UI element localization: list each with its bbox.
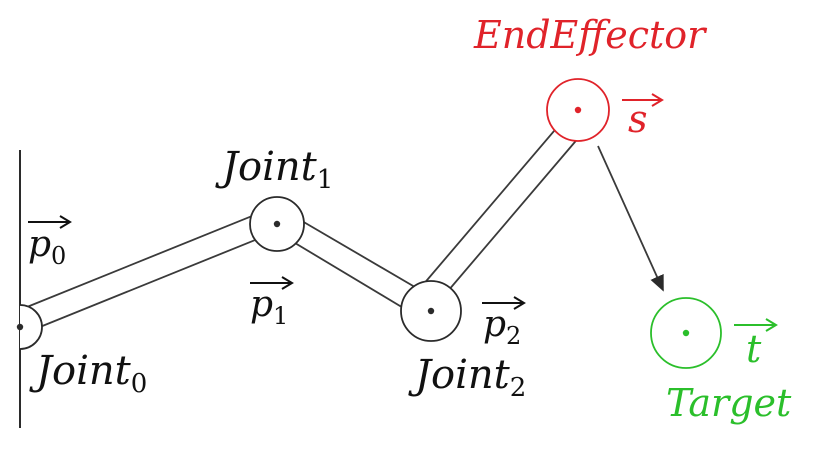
joint-2 <box>400 280 462 342</box>
link-0 <box>21 211 271 332</box>
svg-text:p0: p0 <box>28 224 66 270</box>
link-1 <box>279 213 421 313</box>
link-2 <box>421 123 581 299</box>
vector-p2-label: p2 <box>482 296 526 350</box>
vector-s-label: s <box>622 93 664 141</box>
vector-p0-label: p0 <box>28 215 72 270</box>
svg-text:t: t <box>746 327 762 371</box>
target-label: Target <box>666 381 792 425</box>
direction-arrow <box>597 145 664 292</box>
vector-t-label: t <box>734 318 778 371</box>
joint-1 <box>249 196 305 252</box>
end-effector-label: EndEffector <box>473 13 708 57</box>
svg-text:s: s <box>628 97 648 141</box>
svg-text:p2: p2 <box>483 304 521 350</box>
joint-2-label: Joint2 <box>408 352 526 403</box>
joint-1-label: Joint1 <box>215 144 333 195</box>
end-effector <box>546 78 610 142</box>
svg-text:p1: p1 <box>250 284 288 330</box>
joint-0 <box>16 304 43 350</box>
vector-p1-label: p1 <box>250 276 294 330</box>
joint-0-label: Joint0 <box>29 348 147 399</box>
target <box>650 297 722 369</box>
